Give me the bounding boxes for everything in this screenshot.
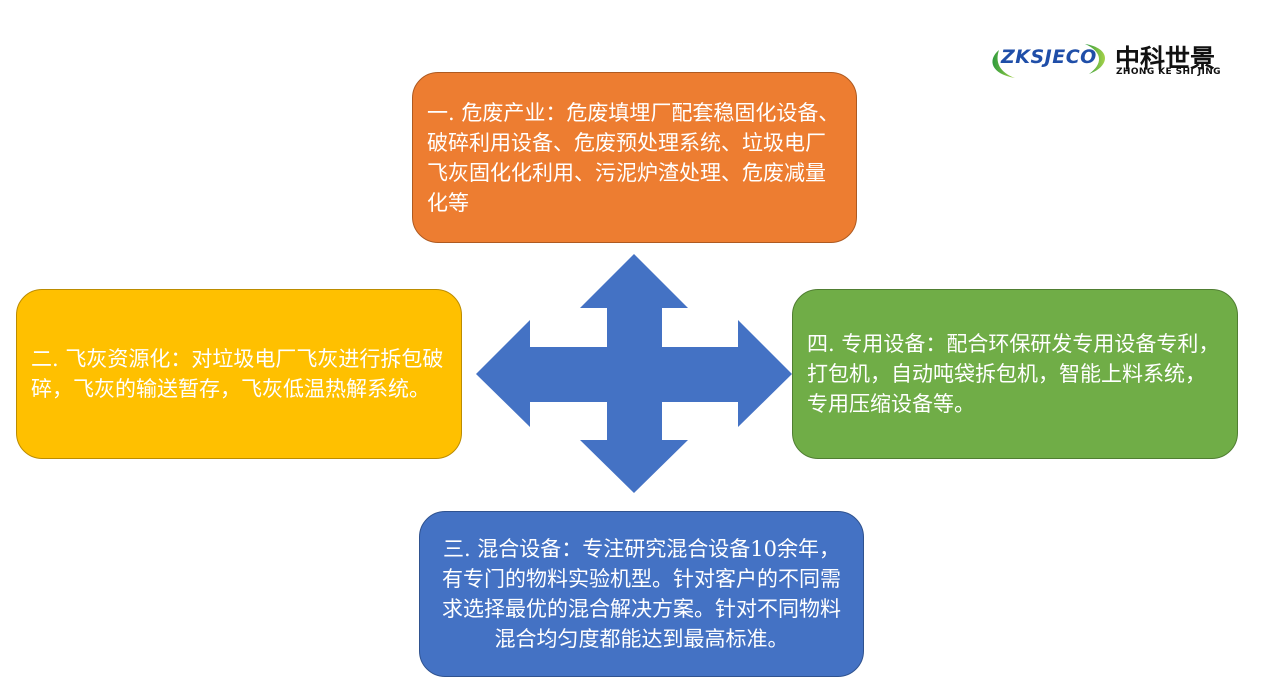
- box-text: 三. 混合设备：专注研究混合设备10余年，有专门的物料实验机型。针对客户的不同需…: [442, 537, 841, 651]
- company-logo: ZKSJECO 中科世景 ZHONG KE SHI JING: [985, 38, 1235, 83]
- box-fly-ash-recycling: 二. 飞灰资源化：对垃圾电厂飞灰进行拆包破碎，飞灰的输送暂存，飞灰低温热解系统。: [16, 289, 462, 459]
- box-special-equipment: 四. 专用设备：配合环保研发专用设备专利，打包机，自动吨袋拆包机，智能上料系统，…: [792, 289, 1238, 459]
- logo-chinese-name: 中科世景: [1115, 44, 1216, 73]
- box-hazardous-waste-industry: 一. 危废产业：危废填埋厂配套稳固化设备、破碎利用设备、危废预处理系统、垃圾电厂…: [412, 72, 857, 243]
- box-text: 二. 飞灰资源化：对垃圾电厂飞灰进行拆包破碎，飞灰的输送暂存，飞灰低温热解系统。: [31, 347, 444, 401]
- logo-english-mark: ZKSJECO: [1001, 46, 1097, 68]
- box-mixing-equipment: 三. 混合设备：专注研究混合设备10余年，有专门的物料实验机型。针对客户的不同需…: [419, 511, 864, 677]
- logo-pinyin: ZHONG KE SHI JING: [1116, 67, 1221, 77]
- box-text: 一. 危废产业：危废填埋厂配套稳固化设备、破碎利用设备、危废预处理系统、垃圾电厂…: [427, 100, 840, 215]
- logo-swoosh-icon: [992, 44, 1106, 78]
- box-text: 四. 专用设备：配合环保研发专用设备专利，打包机，自动吨袋拆包机，智能上料系统，…: [807, 332, 1220, 416]
